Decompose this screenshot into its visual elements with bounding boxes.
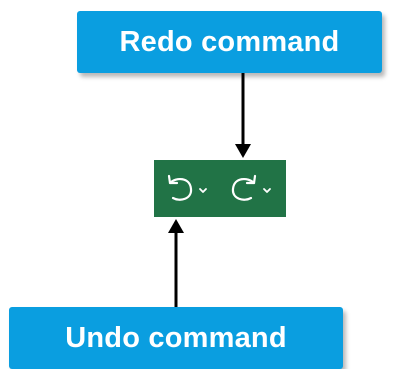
redo-icon (231, 174, 271, 201)
undo-command-callout: Undo command (9, 307, 343, 369)
redo-pointer-arrow (235, 73, 251, 158)
redo-button[interactable] (224, 160, 280, 217)
redo-command-label: Redo command (119, 25, 340, 58)
undo-pointer-arrow (168, 219, 184, 307)
undo-redo-toolbar (154, 160, 286, 217)
redo-chevron-down-icon (263, 187, 271, 193)
undo-chevron-down-icon (199, 187, 207, 193)
redo-command-callout: Redo command (77, 11, 382, 73)
undo-button[interactable] (160, 160, 216, 217)
undo-command-label: Undo command (65, 321, 287, 354)
undo-icon (167, 174, 207, 201)
